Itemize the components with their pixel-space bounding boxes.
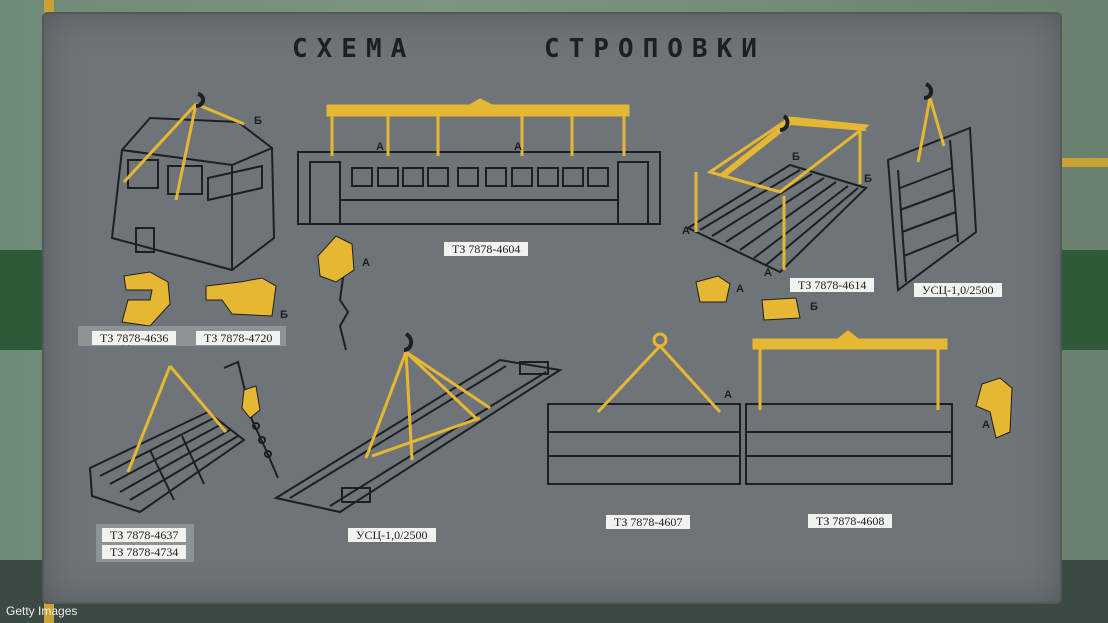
label-tz-4604: ТЗ 7878-4604 bbox=[444, 242, 529, 256]
label-tz-4720: ТЗ 7878-4720 bbox=[196, 331, 281, 345]
wall-panel-left-drawing bbox=[547, 403, 741, 485]
chassis-sling bbox=[364, 350, 491, 461]
hook-rod-drawing bbox=[223, 360, 279, 479]
cabin-sling bbox=[122, 102, 245, 201]
marker-b: Б bbox=[280, 309, 288, 321]
hanging-chain-drawing bbox=[338, 269, 350, 351]
clamp-panel-tool bbox=[975, 377, 1013, 439]
crane-hook-icon bbox=[779, 114, 790, 132]
traverse-beam-bottom bbox=[752, 330, 948, 410]
marker-a: А bbox=[514, 141, 522, 153]
side-frame-sling bbox=[916, 97, 946, 163]
clamp-centre-tool bbox=[317, 235, 355, 283]
marker-a: А bbox=[376, 141, 384, 153]
marker-b: Б bbox=[864, 173, 872, 185]
wall-panel-right-drawing bbox=[745, 403, 953, 485]
panel-sling bbox=[596, 344, 722, 414]
grid-sling bbox=[126, 365, 228, 473]
label-tz-4734: ТЗ 7878-4734 bbox=[102, 545, 187, 559]
clamp-a-tool bbox=[121, 271, 171, 327]
label-tz-4608: ТЗ 7878-4608 bbox=[808, 514, 893, 528]
marker-b: Б bbox=[792, 151, 800, 163]
side-frame-drawing bbox=[886, 126, 978, 292]
roof-panel-drawing bbox=[685, 163, 868, 274]
clamp-roof-a-tool bbox=[695, 275, 731, 303]
marker-b: Б bbox=[254, 115, 262, 127]
crane-hook-icon bbox=[403, 332, 413, 352]
marker-a: А bbox=[982, 419, 990, 431]
traverse-beam-top bbox=[326, 98, 630, 156]
label-tz-4614: ТЗ 7878-4614 bbox=[790, 278, 875, 292]
marker-a: А bbox=[724, 389, 732, 401]
watermark-text: Getty Images bbox=[6, 604, 78, 618]
cabin-drawing bbox=[110, 116, 276, 272]
hook-tool bbox=[241, 385, 261, 419]
yellow-rail bbox=[1045, 158, 1108, 167]
marker-a: А bbox=[736, 283, 744, 295]
chassis-sling-cross bbox=[371, 416, 481, 458]
marker-a: А bbox=[764, 267, 772, 279]
title-word-scheme: СХЕМА bbox=[292, 34, 416, 64]
car-body-drawing bbox=[297, 151, 661, 225]
crane-hook-icon bbox=[195, 92, 205, 108]
chassis-drawing bbox=[273, 358, 563, 514]
label-usc-bottom: УСЦ-1,0/2500 bbox=[348, 528, 436, 542]
crane-hook-icon bbox=[923, 82, 933, 100]
grid-piece-drawing bbox=[88, 410, 246, 514]
marker-a: А bbox=[362, 257, 370, 269]
label-tz-4607: ТЗ 7878-4607 bbox=[606, 515, 691, 529]
clamp-roof-b-tool bbox=[761, 297, 801, 321]
roof-traverse bbox=[694, 116, 870, 270]
sling-ring bbox=[652, 332, 668, 348]
label-tz-4636: ТЗ 7878-4636 bbox=[92, 331, 177, 345]
marker-a: А bbox=[682, 225, 690, 237]
label-usc-top: УСЦ-1,0/2500 bbox=[914, 283, 1002, 297]
label-tz-4637: ТЗ 7878-4637 bbox=[102, 528, 187, 542]
clamp-b-tool bbox=[205, 277, 277, 317]
title-word-rigging: СТРОПОВКИ bbox=[544, 34, 766, 64]
marker-b: Б bbox=[810, 301, 818, 313]
